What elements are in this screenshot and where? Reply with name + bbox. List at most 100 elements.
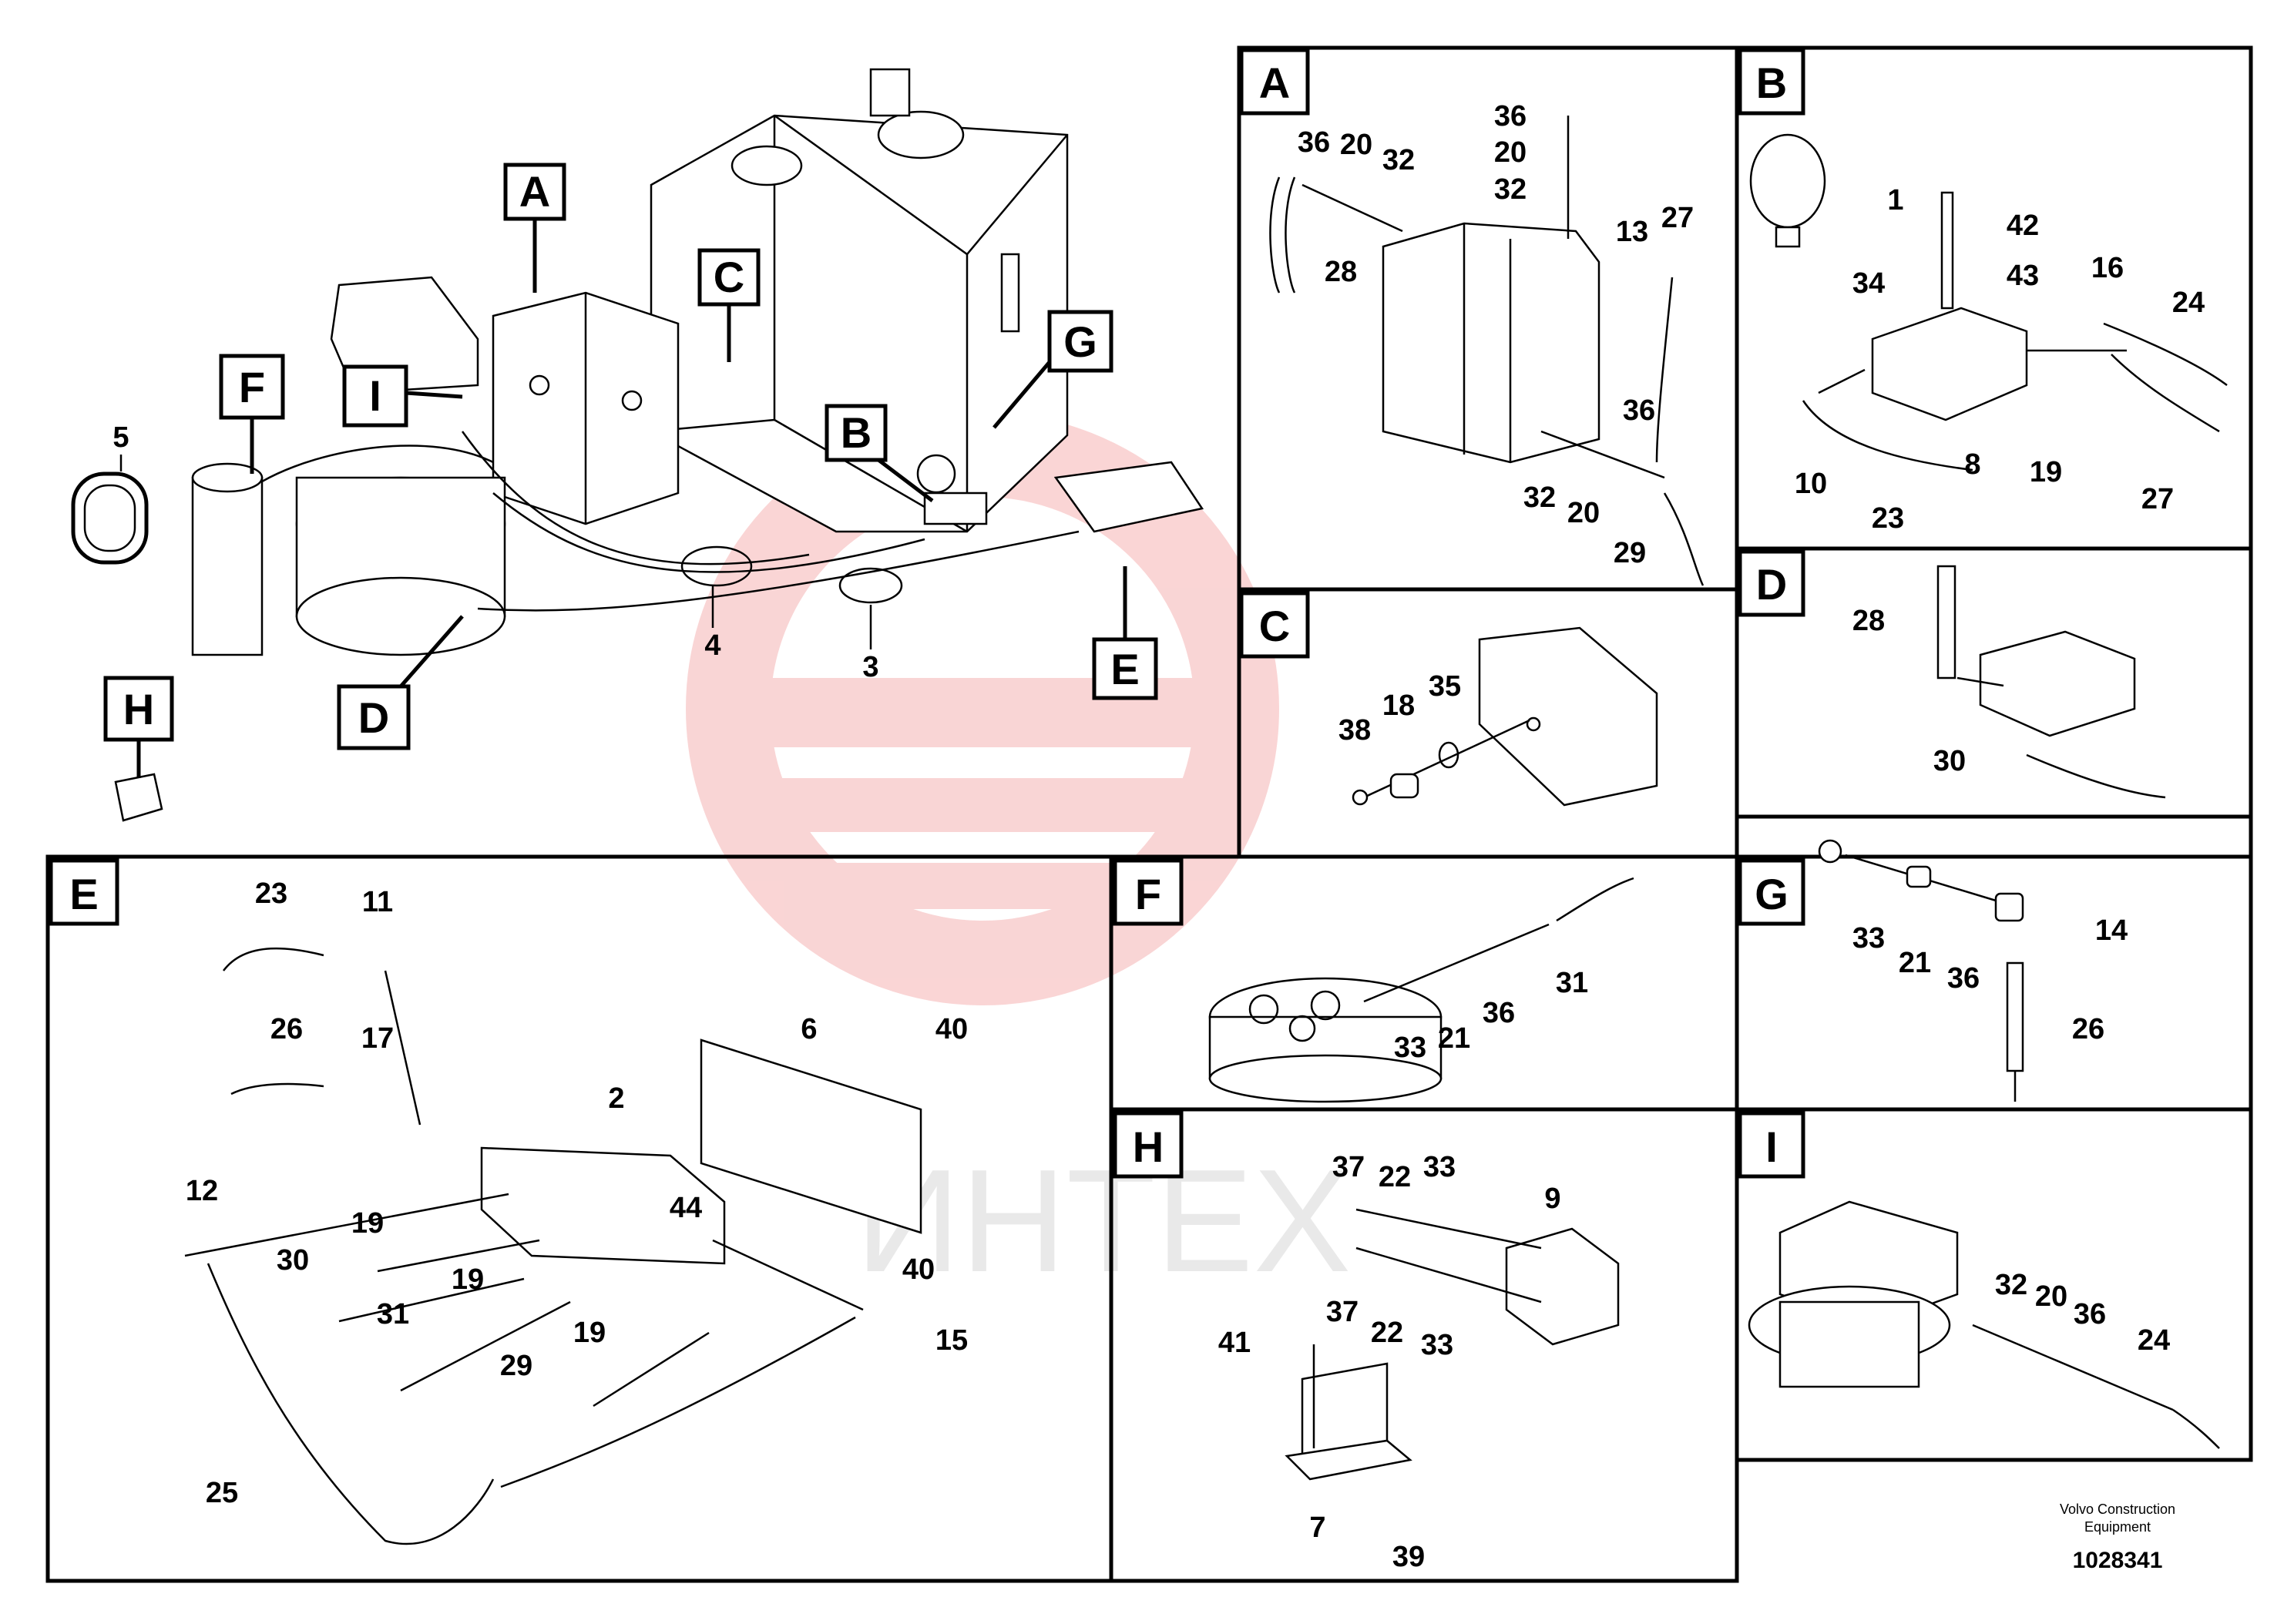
svg-text:32: 32 (1382, 144, 1415, 176)
watermark-text: ИНТЕХ (855, 1139, 1351, 1303)
svg-text:21: 21 (1899, 947, 1931, 979)
svg-text:27: 27 (2141, 483, 2174, 515)
svg-text:22: 22 (1379, 1161, 1411, 1193)
overview-assembly (71, 68, 1204, 822)
svg-text:40: 40 (902, 1253, 935, 1286)
svg-text:6: 6 (801, 1013, 817, 1045)
overview-part-numbers: 5 4 3 (113, 421, 878, 683)
svg-text:31: 31 (1556, 967, 1588, 999)
panel-C-title: C (1259, 602, 1290, 650)
panel-D: D 28 30 (1738, 549, 2166, 799)
panel-I: I 32 20 36 24 (1738, 1111, 2220, 1449)
svg-text:31: 31 (377, 1298, 409, 1330)
svg-text:22: 22 (1371, 1317, 1403, 1349)
svg-text:7: 7 (1309, 1512, 1325, 1544)
svg-text:17: 17 (361, 1022, 394, 1055)
svg-text:25: 25 (206, 1477, 238, 1509)
svg-text:14: 14 (2095, 914, 2128, 947)
svg-text:29: 29 (500, 1350, 532, 1382)
svg-text:2: 2 (608, 1082, 624, 1115)
svg-text:32: 32 (1523, 481, 1556, 514)
callout-C: C (697, 248, 761, 362)
overview-callouts: A B C D E F G (103, 163, 1158, 778)
svg-text:30: 30 (277, 1244, 309, 1277)
svg-text:44: 44 (670, 1192, 702, 1224)
svg-text:20: 20 (1340, 129, 1372, 161)
callout-E: E (1092, 566, 1158, 700)
panel-I-title: I (1765, 1122, 1778, 1171)
svg-text:9: 9 (1544, 1183, 1560, 1215)
callout-A: A (503, 163, 566, 293)
svg-text:30: 30 (1933, 745, 1966, 777)
callout-G: G (992, 310, 1113, 429)
detail-frames (45, 45, 2253, 1583)
panel-C: C 38 18 35 (1239, 591, 1658, 807)
panel-D-title: D (1756, 560, 1787, 609)
svg-text:41: 41 (1218, 1327, 1251, 1359)
svg-text:10: 10 (1795, 468, 1827, 500)
svg-text:33: 33 (1394, 1032, 1426, 1064)
panel-H: H 37 22 33 9 37 22 33 41 7 39 (1113, 1111, 1620, 1573)
svg-text:B: B (841, 408, 872, 457)
svg-text:23: 23 (255, 877, 287, 910)
panel-G: G 33 21 36 14 26 (1738, 839, 2128, 1102)
callout-F: F (219, 354, 285, 474)
svg-text:40: 40 (935, 1013, 968, 1045)
panel-A-title: A (1259, 59, 1290, 107)
svg-text:37: 37 (1326, 1296, 1359, 1328)
svg-text:23: 23 (1872, 502, 1904, 535)
svg-text:8: 8 (1964, 448, 1980, 481)
svg-text:36: 36 (1494, 100, 1527, 133)
svg-text:28: 28 (1325, 256, 1357, 288)
panel-E-title: E (69, 870, 98, 918)
svg-text:C: C (714, 253, 744, 301)
svg-text:13: 13 (1616, 216, 1648, 248)
svg-text:39: 39 (1392, 1541, 1425, 1573)
panel-E: E 23 11 26 17 6 40 2 44 12 19 30 40 31 1… (49, 858, 968, 1545)
svg-text:43: 43 (2007, 260, 2039, 292)
svg-text:19: 19 (573, 1317, 606, 1349)
panel-F-title: F (1135, 870, 1161, 918)
svg-text:37: 37 (1332, 1151, 1365, 1183)
drawing-id: 1028341 (2073, 1548, 2163, 1573)
svg-text:28: 28 (1852, 605, 1885, 637)
svg-text:19: 19 (452, 1263, 484, 1296)
svg-text:3: 3 (862, 651, 878, 683)
svg-text:20: 20 (2035, 1280, 2067, 1313)
svg-text:11: 11 (362, 886, 393, 918)
svg-text:36: 36 (1947, 962, 1980, 995)
svg-text:12: 12 (186, 1175, 218, 1207)
svg-text:5: 5 (113, 421, 129, 454)
panel-B: B 1 42 43 34 16 24 10 23 8 19 27 (1738, 48, 2228, 535)
svg-text:20: 20 (1567, 497, 1600, 529)
callout-H: H (103, 676, 174, 778)
panel-F: F 33 21 36 31 (1113, 858, 1634, 1103)
svg-text:27: 27 (1661, 202, 1694, 234)
svg-text:33: 33 (1423, 1151, 1456, 1183)
callout-B: B (825, 404, 934, 502)
svg-text:18: 18 (1382, 690, 1415, 722)
svg-text:32: 32 (1995, 1269, 2027, 1301)
svg-text:G: G (1063, 317, 1097, 366)
panel-A: A 36 20 32 36 20 32 13 27 28 36 32 20 29 (1239, 48, 1705, 586)
svg-text:32: 32 (1494, 173, 1527, 206)
svg-text:34: 34 (1852, 267, 1885, 300)
svg-text:36: 36 (1298, 126, 1330, 159)
svg-text:36: 36 (2074, 1298, 2106, 1330)
svg-text:36: 36 (1483, 997, 1515, 1029)
svg-text:A: A (519, 167, 550, 216)
svg-text:38: 38 (1338, 714, 1371, 747)
svg-text:42: 42 (2007, 210, 2039, 242)
svg-text:1: 1 (1887, 184, 1903, 216)
svg-text:24: 24 (2172, 287, 2205, 319)
svg-text:D: D (358, 693, 389, 742)
svg-text:21: 21 (1438, 1022, 1470, 1055)
brand-line-1: Volvo Construction (2060, 1502, 2175, 1517)
svg-text:F: F (239, 363, 265, 411)
footer-id-block: Volvo Construction Equipment 1028341 (2060, 1502, 2175, 1573)
panel-G-title: G (1755, 870, 1789, 918)
svg-text:35: 35 (1429, 670, 1461, 703)
svg-text:33: 33 (1421, 1329, 1453, 1361)
svg-text:4: 4 (704, 629, 720, 662)
